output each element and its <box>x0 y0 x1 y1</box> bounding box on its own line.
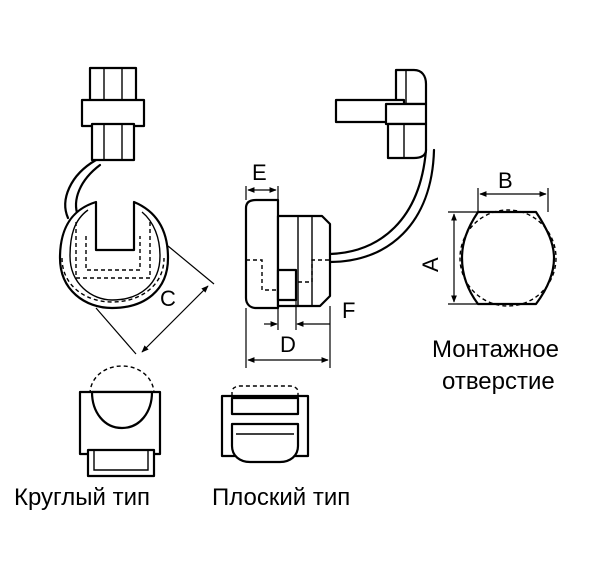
mounting-hole-caption-line2: отверстие <box>442 368 555 395</box>
dimension-label-c: C <box>160 286 176 311</box>
dimension-label-b: B <box>498 168 513 193</box>
dimension-e: E <box>245 160 279 200</box>
dimension-c: C <box>95 245 215 355</box>
mounting-hole-diagram: B A <box>418 168 557 307</box>
flat-type-caption: Плоский тип <box>212 484 351 511</box>
dimension-label-f: F <box>342 298 355 323</box>
mounting-hole-caption-line1: Монтажное <box>432 336 559 363</box>
dimension-f: F <box>264 298 355 330</box>
round-type-detail <box>78 365 162 478</box>
round-type-caption: Круглый тип <box>14 484 151 511</box>
dimension-label-e: E <box>252 160 267 185</box>
round-clip-front-view <box>58 66 170 310</box>
clip-connector-side-view <box>334 68 428 160</box>
flat-type-detail <box>220 385 310 464</box>
dimension-d: D <box>245 306 331 368</box>
dimension-label-a: A <box>418 257 443 272</box>
dimension-label-d: D <box>280 332 296 357</box>
clip-side-view <box>244 148 436 310</box>
